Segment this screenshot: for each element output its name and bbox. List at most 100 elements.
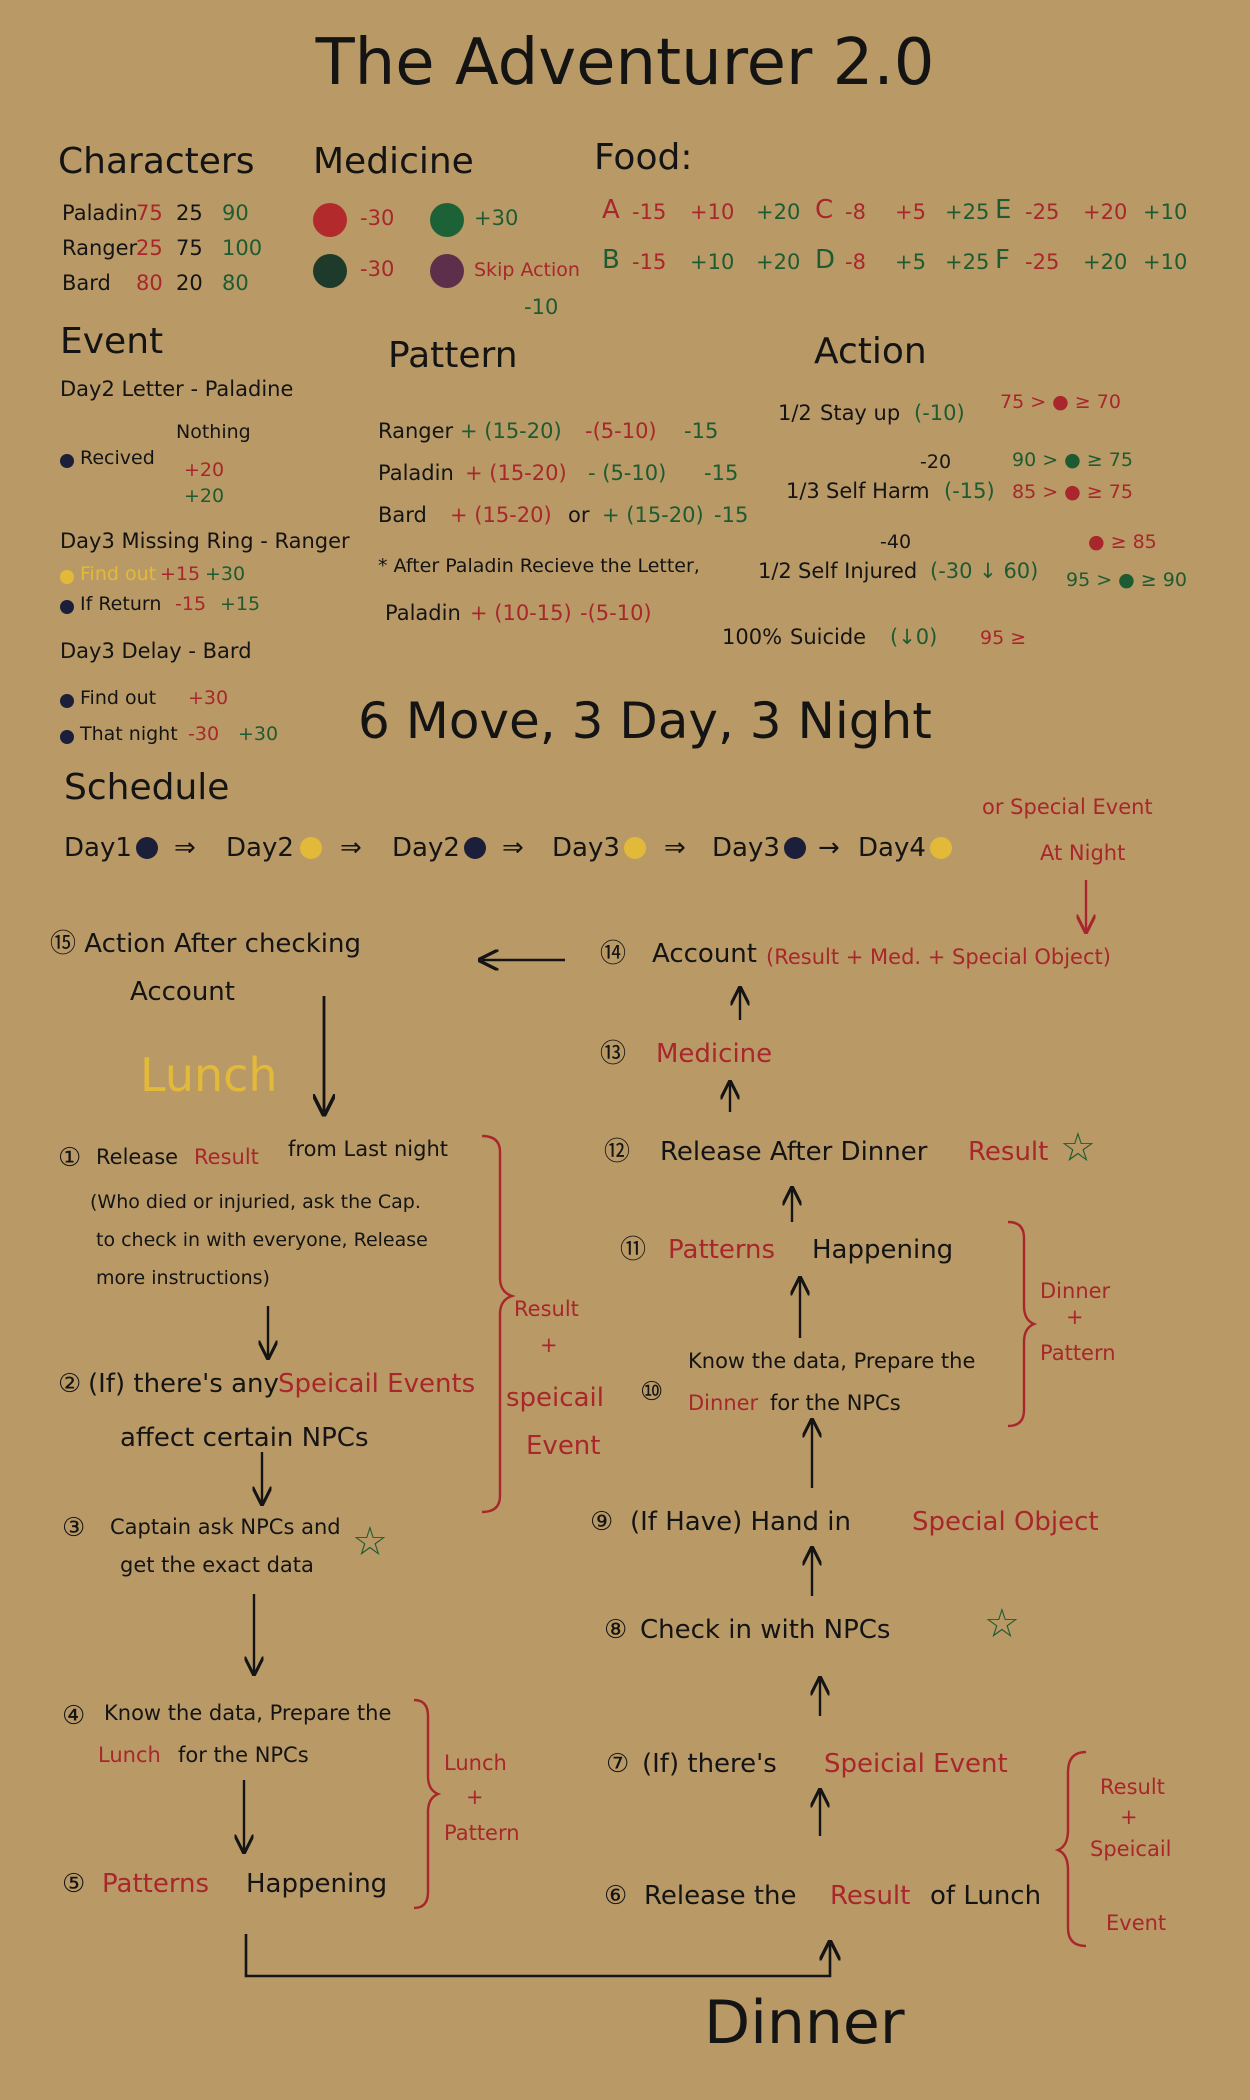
food-v1: -25 (1025, 200, 1060, 224)
star-icon: ☆ (352, 1519, 388, 1565)
food-letter: B (602, 245, 620, 275)
pattern-value: -15 (684, 419, 719, 443)
characters-heading: Characters (58, 141, 255, 182)
step-12-num: ⑫ (604, 1137, 631, 1167)
arrow-icon: ⇒ (664, 833, 686, 863)
pattern-value: -(5-10) (580, 601, 652, 625)
event-plus: +20 (184, 459, 225, 481)
event-value: -30 (188, 723, 220, 745)
action-condition: 90 > ● ≥ 75 (1012, 449, 1133, 471)
food-v1: -8 (845, 200, 866, 224)
character-stat-b: 75 (176, 236, 203, 260)
dinner-pattern-brace-label: Pattern (1040, 1341, 1116, 1365)
step-4-num: ④ (62, 1701, 86, 1731)
dinner-pattern-brace-label: Dinner (1040, 1279, 1111, 1303)
result-event-brace-label: + (540, 1333, 558, 1357)
step-7-num: ⑦ (606, 1749, 630, 1779)
food-v3: +25 (945, 250, 990, 274)
pattern-name: Ranger (378, 419, 454, 443)
event-plus: +20 (184, 485, 225, 507)
step-10-num: ⑩ (640, 1377, 664, 1407)
step-2-num: ② (58, 1369, 82, 1399)
night-dot-icon (464, 837, 486, 859)
schedule-day: Day2 (226, 833, 294, 863)
character-stat-b: 20 (176, 271, 203, 295)
character-stat-c: 100 (222, 236, 263, 260)
special-event-note: At Night (1040, 841, 1126, 865)
pattern-value: + (15-20) (602, 503, 704, 527)
step-6-text: of Lunch (930, 1881, 1042, 1911)
event-day3-ring-title: Day3 Missing Ring - Ranger (60, 529, 350, 553)
event-value: +30 (238, 723, 279, 745)
day-dot-icon (624, 837, 646, 859)
food-v2: +20 (1083, 250, 1128, 274)
dinner-label: Dinner (704, 1988, 905, 2058)
night-bullet-icon (60, 694, 74, 708)
pattern-heading: Pattern (388, 335, 518, 376)
food-v1: -8 (845, 250, 866, 274)
action-value: (-30 ↓ 60) (930, 559, 1039, 583)
character-stat-c: 80 (222, 271, 249, 295)
pattern-value: -15 (714, 503, 749, 527)
step-1-text: Release (96, 1145, 179, 1169)
event-find-out: Find out (80, 687, 157, 709)
action-label: Self Harm (826, 479, 930, 503)
step-5-num: ⑤ (62, 1869, 86, 1899)
action-value: (-15) (944, 479, 995, 503)
action-condition: 95 > ● ≥ 90 (1066, 569, 1187, 591)
special-event-note: or Special Event (982, 795, 1153, 819)
event-value: +30 (188, 687, 229, 709)
step-14-label: Account (652, 939, 757, 969)
step-9-text: (If Have) Hand in (630, 1507, 851, 1537)
step-11-happening: Happening (812, 1235, 954, 1265)
medicine-value: -30 (360, 257, 395, 281)
step-8-text: Check in with NPCs (640, 1615, 891, 1645)
character-stat-a: 25 (136, 236, 163, 260)
step-9-special-object: Special Object (912, 1507, 1099, 1537)
day-dot-icon (930, 837, 952, 859)
character-stat-a: 75 (136, 201, 163, 225)
step-15-label: ⑮ Action After checking (50, 929, 361, 959)
action-fraction: 1/2 (778, 401, 812, 425)
step-1-result: Result (194, 1145, 259, 1169)
result-event-brace-label: Result (1100, 1775, 1165, 1799)
food-letter: A (602, 195, 620, 225)
schedule-day: Day1 (64, 833, 132, 863)
medicine-heading: Medicine (313, 141, 474, 182)
action-value: (-10) (914, 401, 965, 425)
result-event-brace-label: + (1120, 1805, 1138, 1829)
event-day2-title: Day2 Letter - Paladine (60, 377, 294, 401)
green-medicine-icon (430, 203, 464, 237)
step-4-text: Know the data, Prepare the (104, 1701, 392, 1725)
arrow-icon: ⇒ (340, 833, 362, 863)
step-3-text: get the exact data (120, 1553, 314, 1577)
step-8-num: ⑧ (604, 1615, 628, 1645)
schedule-day: Day2 (392, 833, 460, 863)
night-bullet-icon (60, 454, 74, 468)
event-if-return: If Return (80, 593, 162, 615)
step-14-detail: (Result + Med. + Special Object) (766, 945, 1111, 969)
food-v2: +5 (895, 250, 926, 274)
food-letter: F (995, 245, 1010, 275)
character-stat-c: 90 (222, 201, 249, 225)
lunch-pattern-brace-label: Pattern (444, 1821, 520, 1845)
pattern-value: - (5-10) (588, 461, 667, 485)
food-v3: +20 (756, 200, 801, 224)
character-name: Ranger (62, 236, 138, 260)
food-v1: -15 (632, 250, 667, 274)
pattern-value: -(5-10) (585, 419, 657, 443)
step-5-patterns: Patterns (102, 1869, 210, 1899)
dark-green-medicine-icon (313, 254, 347, 288)
event-value: +30 (205, 563, 246, 585)
medicine-value: -30 (360, 206, 395, 230)
purple-medicine-icon (430, 254, 464, 288)
action-label: Suicide (790, 625, 867, 649)
pattern-name: Paladin (385, 601, 461, 625)
skip-action-value: -10 (524, 295, 559, 319)
step-7-text: (If) there's (642, 1749, 777, 1779)
step-1-num: ① (58, 1143, 82, 1173)
character-stat-b: 25 (176, 201, 203, 225)
food-heading: Food: (594, 137, 693, 178)
schedule-day: Day4 (858, 833, 926, 863)
